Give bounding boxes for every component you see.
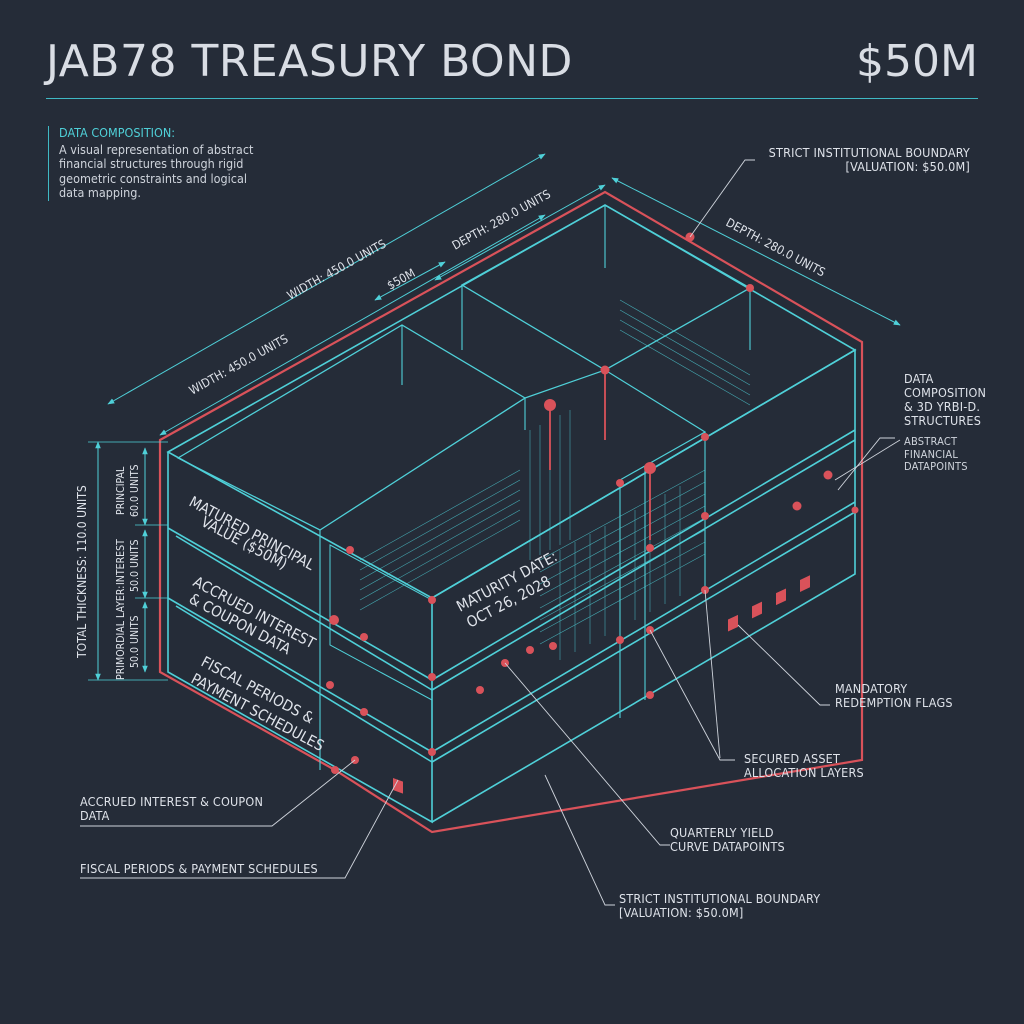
total-thickness-label: TOTAL THICKNESS: 110.0 UNITS [75,485,89,659]
width-inner-label: WIDTH: 450.0 UNITS [187,332,291,398]
layer-line-2 [167,597,433,753]
leader-lines [80,159,901,906]
compartment-1 [460,204,752,371]
intro-heading: DATA COMPOSITION: [59,125,176,140]
value-tag-label: $50M [385,266,418,293]
inner-panel [329,544,433,701]
annotation-boundary-top: STRICT INSTITUTIONAL BOUNDARY [VALUATION… [768,145,970,174]
primordial-label: PRIMORDIAL LAYER: [115,586,127,680]
interest-label: INTEREST [115,539,127,585]
layer-line-1b [175,535,433,691]
boundary-outline [158,190,864,834]
inner-box-top [176,324,527,531]
interest-units-label: 50.0 UNITS [129,539,141,592]
right-layer-2 [431,501,856,753]
annotation-mandatory-flags: MANDATORY REDEMPTION FLAGS [835,681,953,710]
left-face [167,452,433,824]
layer-line-2b [175,605,433,763]
right-layer-2b [431,511,856,763]
annotation-data-composition-3d: DATA COMPOSITION & 3D YRBI-D. STRUCTURES [904,371,987,428]
compartment-3 [524,369,707,481]
annotation-fiscal-periods: FISCAL PERIODS & PAYMENT SCHEDULES [80,861,318,876]
top-layer-label-1: MATURED PRINCIPAL [186,493,318,575]
title-divider [46,98,978,99]
annotation-quarterly-yield: QUARTERLY YIELD CURVE DATAPOINTS [670,825,785,854]
primordial-units-label: 50.0 UNITS [129,615,141,668]
compartment-vertical [619,432,706,718]
page-title: JAB78 TREASURY BOND [46,36,573,87]
width-outer-label: WIDTH: 450.0 UNITS [285,237,389,303]
right-layer-1 [431,429,856,681]
layer-line-1 [167,527,433,681]
annotation-secured-asset: SECURED ASSET ALLOCATION LAYERS [744,751,864,780]
red-accent-lines [549,370,651,540]
bond-box [158,190,864,834]
redemption-flags [393,575,810,794]
dimension-lines [88,153,901,681]
grid-hatch [359,299,751,660]
right-layer-1b [431,439,856,691]
bond-amount: $50M [856,36,978,87]
annotation-accrued-interest: ACCRUED INTEREST & COUPON DATA [80,794,264,823]
annotation-boundary-bottom: STRICT INSTITUTIONAL BOUNDARY [VALUATION… [619,891,821,920]
annotation-abstract-datapoints: ABSTRACT FINANCIAL DATAPOINTS [904,435,968,473]
right-face [431,348,856,823]
principal-label: PRINCIPAL [115,466,127,515]
principal-units-label: 60.0 UNITS [129,464,141,517]
